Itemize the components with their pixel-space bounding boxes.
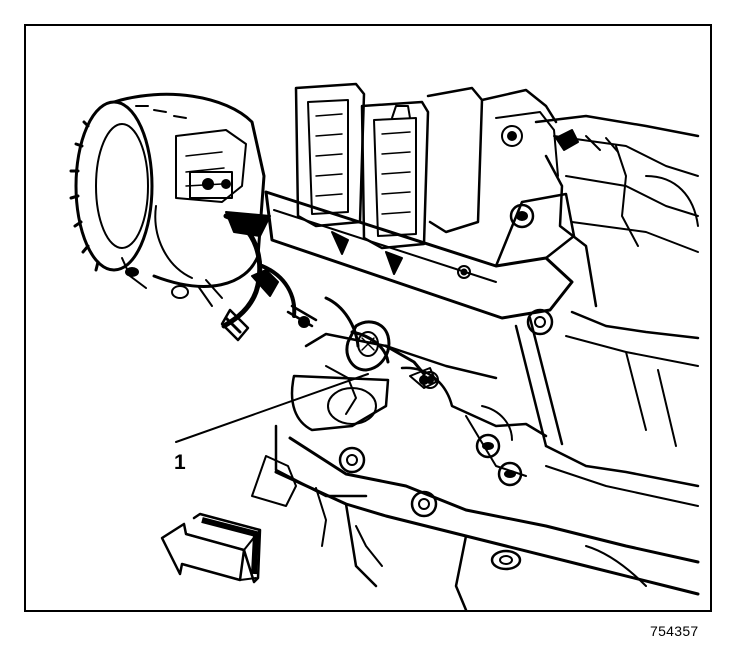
callout-leader-line [175,373,369,443]
engine-illustration [69,82,700,610]
wiring-harness [220,213,390,364]
mounting-bracket [225,190,576,320]
generator [69,92,266,307]
sensor-connector [325,320,437,415]
intake-manifold [514,114,700,448]
diagram-frame: 1 [24,24,712,612]
callout-label-1: 1 [174,451,186,474]
front-direction-arrow-icon [160,512,262,584]
upper-housings [294,82,559,250]
figure-number: 754357 [650,623,699,639]
